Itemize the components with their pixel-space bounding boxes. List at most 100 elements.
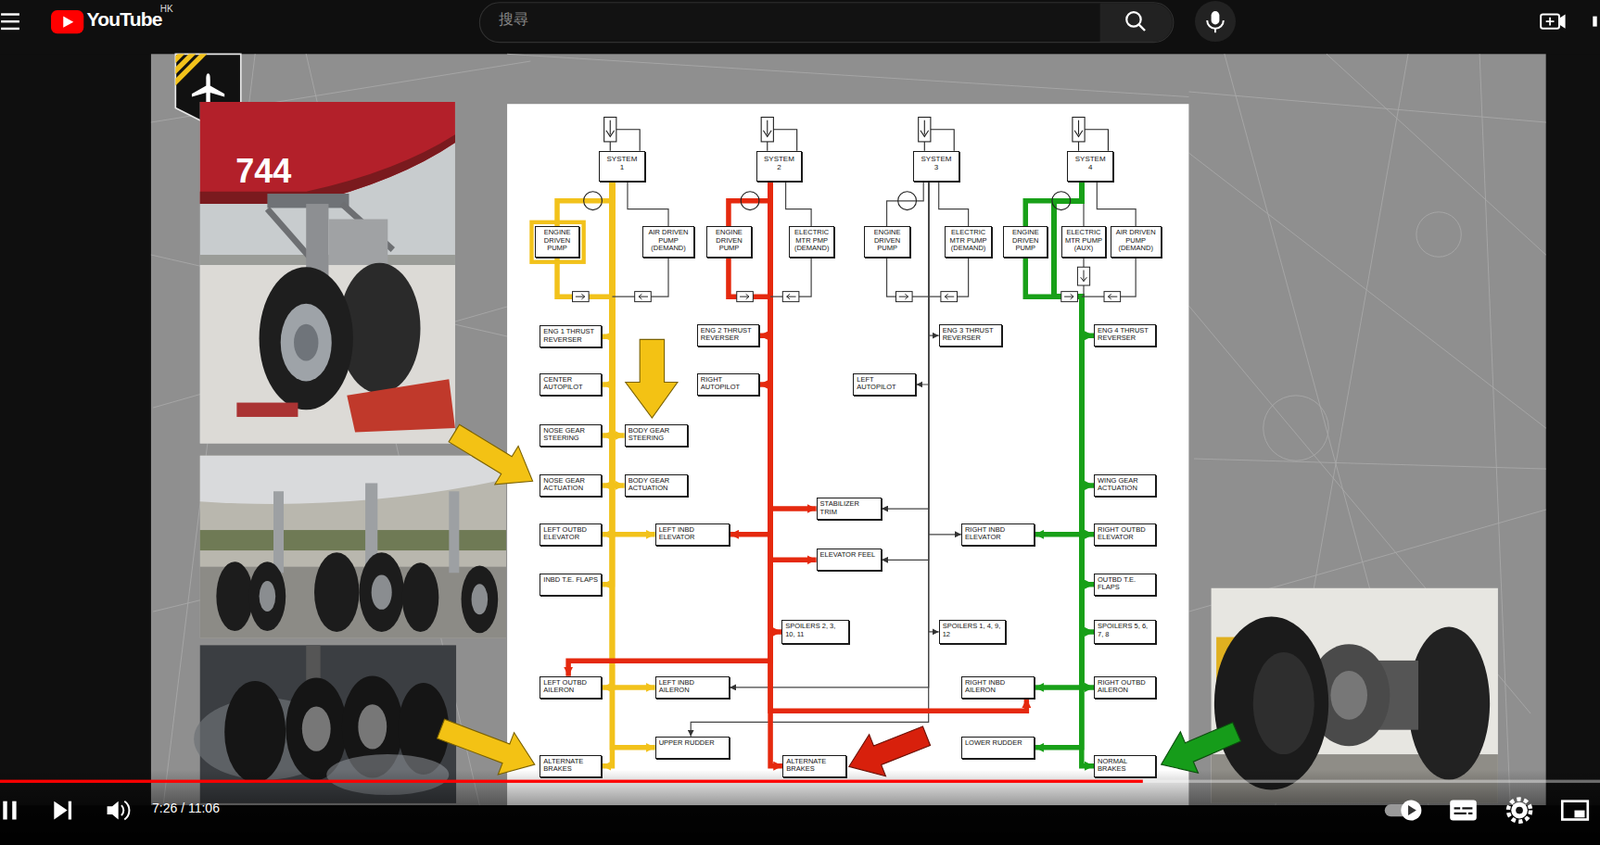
reservoir-symbol (1072, 117, 1085, 142)
component-box: LEFT INBD AILERON (655, 676, 730, 699)
callout-arrow (448, 424, 533, 485)
top-bar (1540, 13, 1560, 28)
pressure-circle (584, 191, 1071, 211)
hydraulic-line (770, 181, 783, 767)
component-box: BODY GEAR ACTUATION (624, 474, 688, 497)
hydraulic-line (728, 181, 771, 227)
nose-gear-photo (200, 101, 456, 204)
component-box: LEFT AUTOPILOT (852, 373, 916, 396)
player-controls (0, 805, 1600, 845)
pump-box: ENGINE DRIVEN PUMP (1003, 226, 1048, 258)
brake-smoke-photo (357, 704, 387, 750)
brake-smoke-photo (302, 706, 331, 751)
box-label: ENG 1 THRUST REVERSER (540, 326, 601, 346)
box-label: RIGHT OUTBD ELEVATOR (1094, 524, 1156, 545)
search-placeholder: 搜尋 (498, 11, 529, 28)
component-box: RIGHT INBD ELEVATOR (961, 523, 1035, 547)
component-box: RIGHT INBD AILERON (961, 676, 1035, 699)
body-gear-photo (358, 552, 404, 633)
top-bar (0, 0, 1600, 54)
system-box: SYSTEM 1 (598, 151, 646, 182)
hydraulic-line (939, 181, 969, 227)
component-box: CENTER AUTOPILOT (539, 373, 602, 396)
check-valve (634, 292, 652, 303)
video-background (151, 53, 1547, 806)
player-controls (0, 780, 1143, 784)
region-code: HK (160, 3, 174, 14)
component-box: ELEVATOR FEEL (816, 548, 882, 572)
check-valve (739, 293, 750, 300)
body-gear-photo (200, 530, 507, 551)
check-valve (736, 292, 754, 303)
component-box: LEFT OUTBD AILERON (539, 676, 602, 699)
body-gear-photo (249, 561, 287, 632)
reservoir-symbol (604, 117, 1109, 152)
component-box: LEFT INBD ELEVATOR (655, 523, 730, 547)
reservoir-symbol (609, 129, 640, 152)
box-label: UPPER RUDDER (656, 737, 729, 750)
player-controls (1142, 780, 1600, 784)
pump-return-line (887, 257, 929, 297)
hydraulic-line (770, 181, 1027, 712)
pressure-circle (584, 191, 603, 211)
box-label: WING GEAR ACTUATION (1094, 475, 1156, 496)
component-box: RIGHT AUTOPILOT (697, 373, 760, 396)
video-background (1326, 53, 1547, 255)
check-valve (572, 266, 1121, 302)
pressure-circle (898, 191, 917, 211)
player-controls (2, 801, 7, 821)
hydraulic-line (601, 181, 612, 767)
component-box: RIGHT OUTBD ELEVATOR (1093, 523, 1156, 547)
component-box: RIGHT OUTBD AILERON (1093, 676, 1156, 699)
box-label: LEFT AUTOPILOT (853, 374, 915, 394)
box-label: SPOILERS 5, 6, 7, 8 (1094, 621, 1156, 641)
reservoir-symbol (918, 117, 931, 142)
callout-arrow (849, 726, 931, 777)
component-box: SPOILERS 1, 4, 9, 12 (939, 620, 1007, 644)
body-gear-photo (200, 456, 507, 505)
component-box: ENG 1 THRUST REVERSER (539, 325, 602, 348)
pump-box: ELECTRIC MTR PMP (DEMAND) (788, 226, 836, 258)
check-valve (638, 293, 648, 300)
callout-arrow (437, 339, 1242, 776)
box-label: LOWER RUDDER (962, 737, 1034, 750)
box-label: ENG 3 THRUST REVERSER (939, 325, 1002, 345)
callout-arrow (1161, 723, 1242, 774)
body-gear-photo (461, 566, 499, 635)
wheel-brake-photo (1253, 652, 1315, 755)
check-valve (572, 292, 590, 303)
player-controls (0, 770, 1600, 845)
component-box: NOSE GEAR ACTUATION (539, 474, 602, 497)
reservoir-symbol (767, 129, 798, 152)
hydraulic-line (729, 181, 929, 688)
component-box: STABILIZER TRIM (816, 497, 882, 521)
player-controls (53, 801, 67, 821)
player-controls (68, 801, 72, 821)
check-valve (1061, 292, 1079, 303)
body-gear-photo (402, 562, 440, 633)
check-valve (1077, 266, 1090, 286)
body-gear-photo (371, 574, 393, 610)
hydraulic-line (786, 181, 813, 227)
box-label: LEFT OUTBD AILERON (540, 677, 601, 698)
hydraulic-line (1053, 181, 1094, 767)
component-box: INBD T.E. FLAPS (539, 573, 602, 597)
top-bar (1206, 20, 1224, 29)
player-controls (1561, 801, 1588, 821)
top-bar (0, 20, 20, 23)
pump-box: ENGINE DRIVEN PUMP (706, 226, 753, 258)
reservoir-symbol (761, 117, 774, 142)
top-bar (1100, 2, 1173, 42)
box-label: ENGINE DRIVEN PUMP (864, 227, 910, 254)
hydraulic-line (1096, 181, 1136, 227)
nose-gear-photo (280, 304, 332, 382)
hydraulic-line (690, 181, 928, 737)
system-box: SYSTEM 4 (1066, 151, 1114, 182)
nose-gear-photo (346, 379, 456, 432)
highlight-frame (531, 222, 584, 263)
reservoir-symbol (604, 117, 617, 142)
reservoir-symbol (920, 120, 929, 138)
